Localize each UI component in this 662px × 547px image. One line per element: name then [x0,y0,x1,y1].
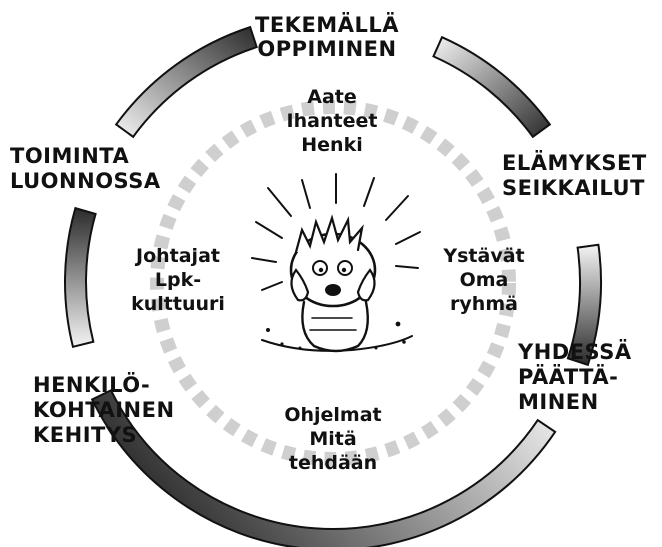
character-right-eye [338,261,352,275]
outer-label-lower-right-line1: YHDESSÄ [517,339,632,364]
inner-label-bottom-line2: Mitä [309,428,356,450]
inner-label-left-line1: Johtajat [134,245,220,267]
character-right-pupil [342,268,346,272]
cartoon-scout-character [252,174,420,351]
inner-label-right-line1: Ystävät [442,245,524,267]
inner-label-top-line1: Aate [307,86,357,108]
outer-label-lower-right: YHDESSÄ PÄÄTTÄ- MINEN [517,339,632,414]
inner-label-left: Johtajat Lpk- kulttuuri [131,245,225,315]
outer-label-upper-left-line2: LUONNOSSA [10,169,161,193]
outer-label-upper-left-line1: TOIMINTA [10,144,129,168]
outer-label-lower-right-line2: PÄÄTTÄ- [518,364,618,389]
inner-label-bottom-line3: tehdään [289,452,377,474]
character-left-pupil [319,268,323,272]
inner-label-top-line3: Henki [301,134,362,156]
inner-label-right-line3: ryhmä [450,293,518,315]
outer-label-upper-left: TOIMINTA LUONNOSSA [10,144,161,193]
outer-label-lower-left: HENKILÖ- KOHTAINEN KEHITYS [33,372,175,447]
outer-label-upper-right-line1: ELÄMYKSET [502,150,647,175]
inner-label-bottom: Ohjelmat Mitä tehdään [284,404,381,474]
character-body [302,302,367,351]
character-mouth [325,284,341,296]
inner-label-top: Aate Ihanteet Henki [287,86,378,156]
outer-label-upper-right-line2: SEIKKAILUT [502,176,645,200]
inner-label-top-line2: Ihanteet [287,110,378,132]
inner-label-right-line2: Oma [460,269,509,291]
outer-label-lower-left-line3: KEHITYS [33,423,137,447]
outer-label-lower-left-line1: HENKILÖ- [33,372,150,397]
outer-label-top-line1: TEKEMÄLLÄ [255,12,399,37]
inner-label-left-line2: Lpk- [155,269,201,291]
arc-top-right [433,37,549,137]
outer-label-lower-right-line3: MINEN [518,390,599,414]
inner-label-bottom-line1: Ohjelmat [284,404,381,426]
arc-left [65,208,96,347]
character-hair [296,218,362,252]
outer-label-top-line2: OPPIMINEN [257,37,396,61]
arc-top-left [116,27,256,137]
outer-label-lower-left-line2: KOHTAINEN [33,398,175,422]
outer-label-top: TEKEMÄLLÄ OPPIMINEN [255,12,399,61]
inner-label-left-line3: kulttuuri [131,293,225,315]
outer-label-upper-right: ELÄMYKSET SEIKKAILUT [502,150,647,200]
character-left-eye [313,261,327,275]
